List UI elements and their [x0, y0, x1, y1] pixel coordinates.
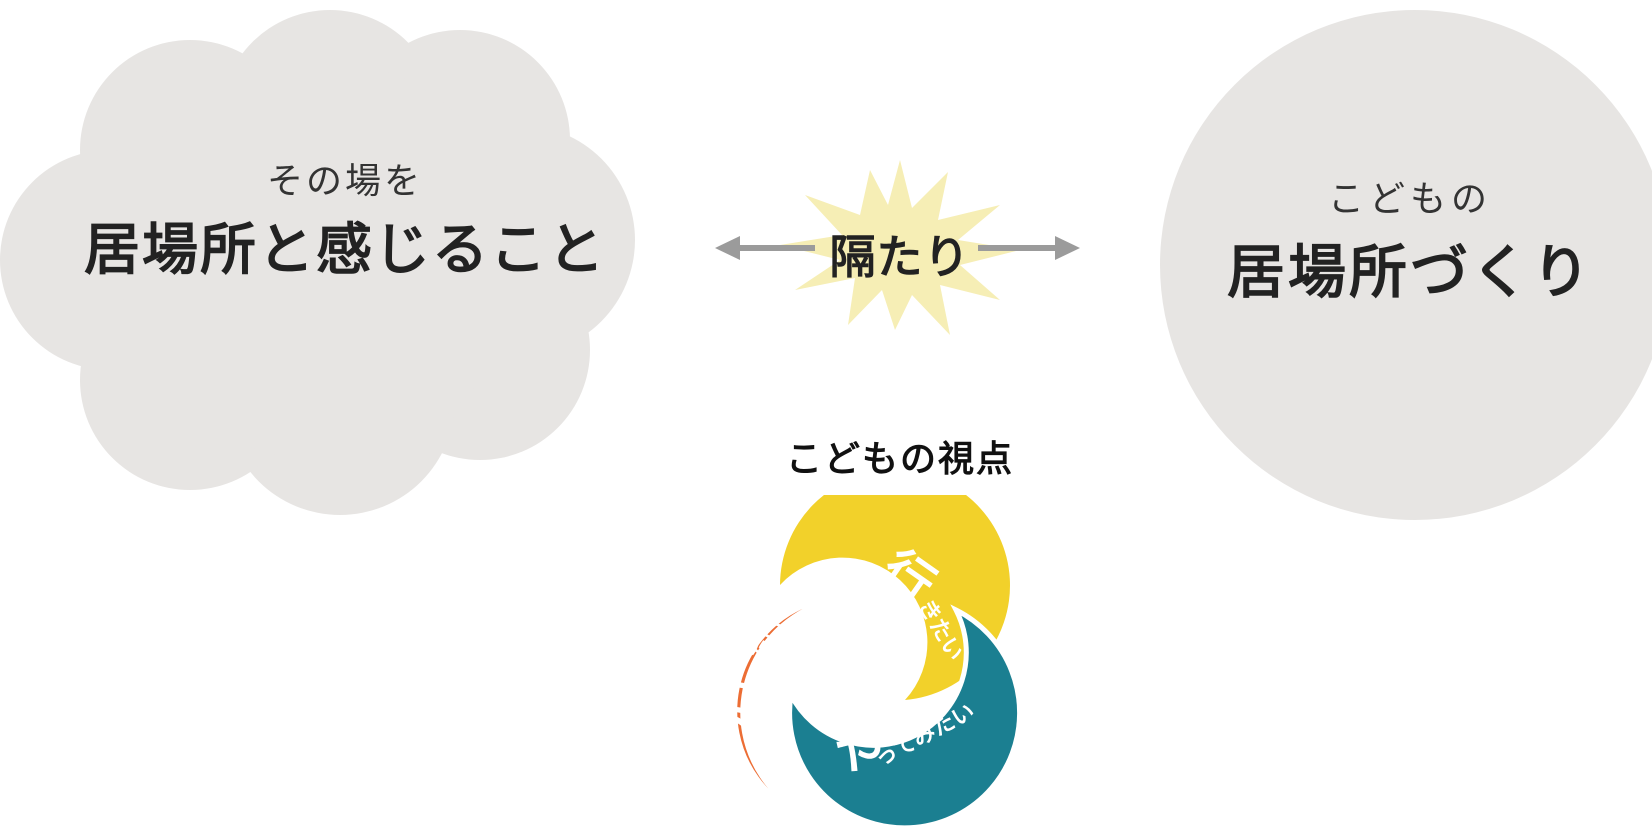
circle-shape [1160, 10, 1652, 520]
circle-subtitle: こどもの [1327, 179, 1492, 220]
viewpoint-crescent-logo: 行 きたい 居 たい や ってみたい [700, 495, 1023, 831]
burst-shape [780, 160, 1020, 335]
cloud-title: 居場所と感じること [84, 218, 606, 283]
gap-label: 隔たり [829, 230, 971, 284]
orange-crescent [732, 593, 881, 828]
circle-title: 居場所づくり [1226, 238, 1593, 306]
left-arrow-head [715, 236, 740, 260]
cloud-shape [0, 10, 635, 515]
viewpoint-title: こどもの視点 [785, 439, 1014, 480]
orange-big-char: 居 [700, 670, 761, 729]
teal-crescent [787, 604, 1023, 831]
cloud-subtitle: その場を [266, 161, 423, 202]
yellow-crescent [780, 495, 1010, 700]
right-arrow-head [1055, 236, 1080, 260]
teal-big-char: や [828, 718, 889, 785]
gap-arrow-burst [715, 160, 1080, 335]
